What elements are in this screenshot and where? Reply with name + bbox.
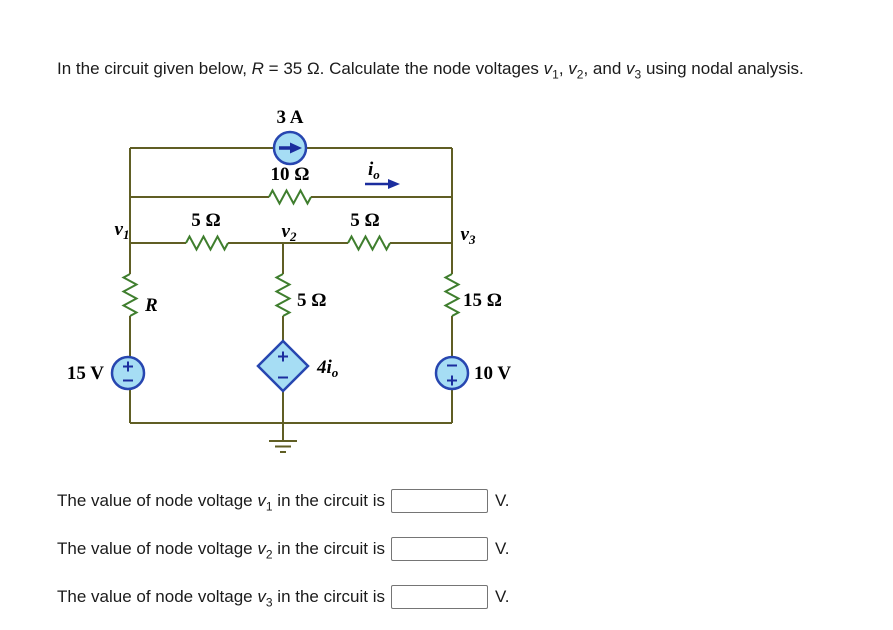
resistor-10ohm [268, 188, 312, 206]
title-var-R: R [251, 59, 264, 78]
question-text-v2: The value of node voltage v2 in the circ… [57, 538, 385, 561]
resistor-5ohm-mid [274, 273, 292, 317]
dependent-source-4io [256, 339, 310, 393]
voltage-source-15v-plus-icon [123, 361, 133, 372]
current-source-arrowhead-icon [290, 142, 302, 154]
question-text-v1: The value of node voltage v1 in the circ… [57, 490, 385, 513]
current-source-label: 3 A [277, 107, 304, 128]
resistor-R-label: R [144, 295, 158, 316]
resistor-5ohm-right-label: 5 Ω [350, 210, 379, 231]
title-var-v2: v [568, 59, 577, 78]
answer-input-v2[interactable] [391, 536, 488, 561]
answer-input-v3[interactable] [391, 584, 488, 609]
ground-icon [269, 423, 297, 453]
voltage-source-10v-label: 10 V [474, 363, 511, 384]
answer-input-v1[interactable] [391, 488, 488, 513]
question-text-v3: The value of node voltage v3 in the circ… [57, 586, 385, 609]
unit-label-v2: V. [495, 538, 510, 558]
resistor-15ohm-label: 15 Ω [463, 290, 502, 311]
resistor-5ohm-right [347, 234, 391, 252]
dependent-source-plus-icon [278, 351, 288, 362]
resistor-15ohm [443, 273, 461, 317]
resistor-5ohm-left [185, 234, 229, 252]
problem-statement: In the circuit given below, R = 35 Ω. Ca… [57, 59, 804, 82]
voltage-source-10v [434, 355, 470, 391]
circuit-diagram: 3 A 10 Ω io v1 v2 v3 5 Ω 5 Ω R 5 Ω 15 Ω … [67, 107, 511, 453]
question-row-v2: The value of node voltage v2 in the circ… [57, 535, 510, 562]
voltage-source-15v [110, 355, 146, 391]
voltage-source-15v-label: 15 V [67, 363, 104, 384]
unit-label-v3: V. [495, 586, 510, 606]
title-var-v1: v [543, 59, 553, 78]
io-label: io [368, 159, 380, 182]
dependent-source-label: 4io [316, 357, 339, 380]
question-row-v1: The value of node voltage v1 in the circ… [57, 487, 510, 514]
resistor-5ohm-mid-label: 5 Ω [297, 290, 326, 311]
question-row-v3: The value of node voltage v3 in the circ… [57, 583, 510, 610]
node-v1-label: v1 [115, 219, 130, 242]
resistor-R [121, 273, 139, 317]
voltage-source-10v-plus-icon [447, 375, 457, 386]
title-var-v3: v [626, 59, 635, 78]
resistor-10ohm-label: 10 Ω [271, 164, 310, 185]
title-text: In the circuit given below, [57, 59, 252, 78]
resistor-5ohm-left-label: 5 Ω [191, 210, 220, 231]
node-v3-label: v3 [461, 224, 476, 247]
io-arrowhead-icon [388, 179, 400, 189]
unit-label-v1: V. [495, 490, 510, 510]
node-v2-label: v2 [282, 221, 297, 244]
